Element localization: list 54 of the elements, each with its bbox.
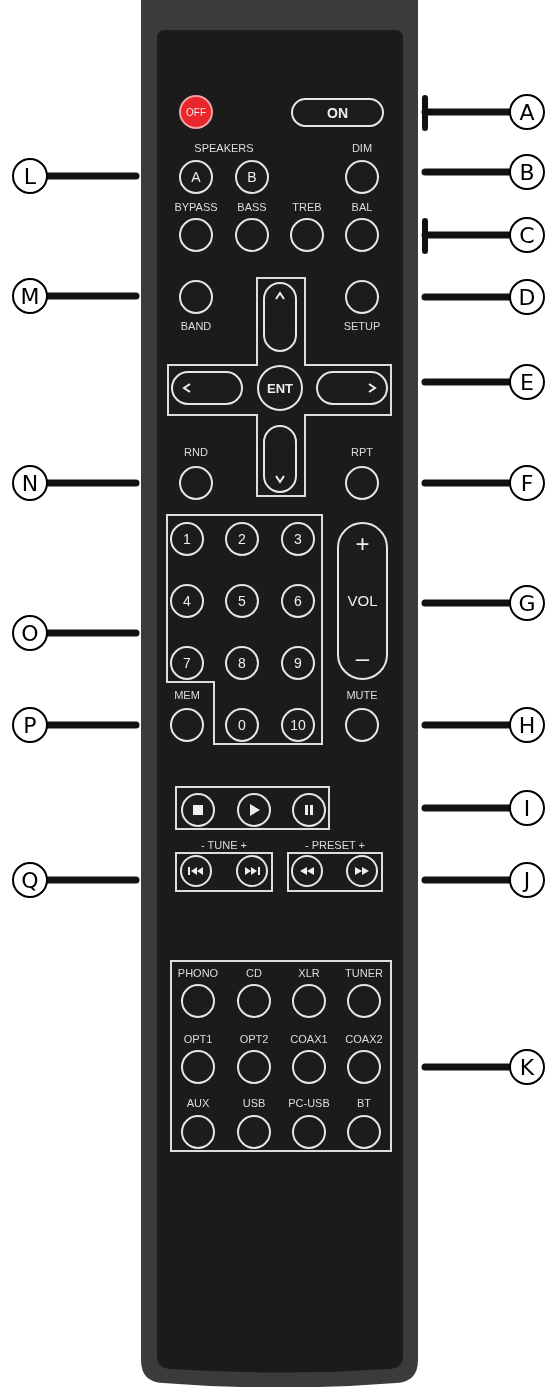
callout-letter: L	[12, 158, 48, 194]
callout-letter: Q	[12, 862, 48, 898]
remote-button	[263, 282, 297, 352]
button-label: PC-USB	[287, 1096, 331, 1111]
button-label: OPT1	[182, 1032, 214, 1047]
button-label: CD	[245, 966, 263, 981]
callout-letter: P	[12, 707, 48, 743]
button-group-frame	[175, 786, 330, 830]
button-label: BASS	[236, 200, 268, 215]
callout-letter: B	[509, 154, 545, 190]
button-label: RPT	[350, 445, 374, 460]
button-label: COAX2	[344, 1032, 384, 1047]
button-label: COAX1	[289, 1032, 329, 1047]
callout-letter: M	[12, 278, 48, 314]
button-label: DIM	[350, 141, 374, 156]
remote-button	[171, 371, 243, 405]
plus-sign: +	[355, 532, 370, 556]
button-label: MEM	[173, 688, 201, 703]
group-label: SPEAKERS	[193, 141, 255, 156]
button-label: USB	[241, 1096, 267, 1111]
button-label: XLR	[297, 966, 321, 981]
callout-letter: G	[509, 585, 545, 621]
group-label: - PRESET +	[304, 838, 366, 853]
button-label: TREB	[291, 200, 323, 215]
button-label: TUNER	[344, 966, 384, 981]
callout-letter: H	[509, 707, 545, 743]
button-label: PHONO	[176, 966, 220, 981]
minus-sign: –	[355, 646, 370, 670]
button-label: BT	[355, 1096, 373, 1111]
remote-button	[263, 425, 297, 493]
button-label: BAND	[179, 319, 213, 334]
button-group-frame	[170, 960, 392, 1152]
callout-letter: C	[509, 217, 545, 253]
callout-letter: I	[509, 790, 545, 826]
button-label: OPT2	[238, 1032, 270, 1047]
button-label: BYPASS	[173, 200, 219, 215]
button-label: SETUP	[342, 319, 382, 334]
group-label: - TUNE +	[200, 838, 248, 853]
button-label: AUX	[185, 1096, 211, 1111]
callout-letter: A	[509, 94, 545, 130]
volume-rocker	[337, 522, 388, 680]
callout-letter: J	[509, 862, 545, 898]
callout-letter: O	[12, 615, 48, 651]
remote-button: ON	[291, 98, 384, 127]
button-label: MUTE	[345, 688, 379, 703]
callout-letter: F	[509, 465, 545, 501]
button-label: VOL	[347, 592, 378, 610]
callout-letter: D	[509, 279, 545, 315]
callout-letter: K	[509, 1049, 545, 1085]
callout-letter: N	[12, 465, 48, 501]
button-label: BAL	[350, 200, 374, 215]
callout-letter: E	[509, 364, 545, 400]
remote-button	[316, 371, 388, 405]
button-label: RND	[183, 445, 209, 460]
